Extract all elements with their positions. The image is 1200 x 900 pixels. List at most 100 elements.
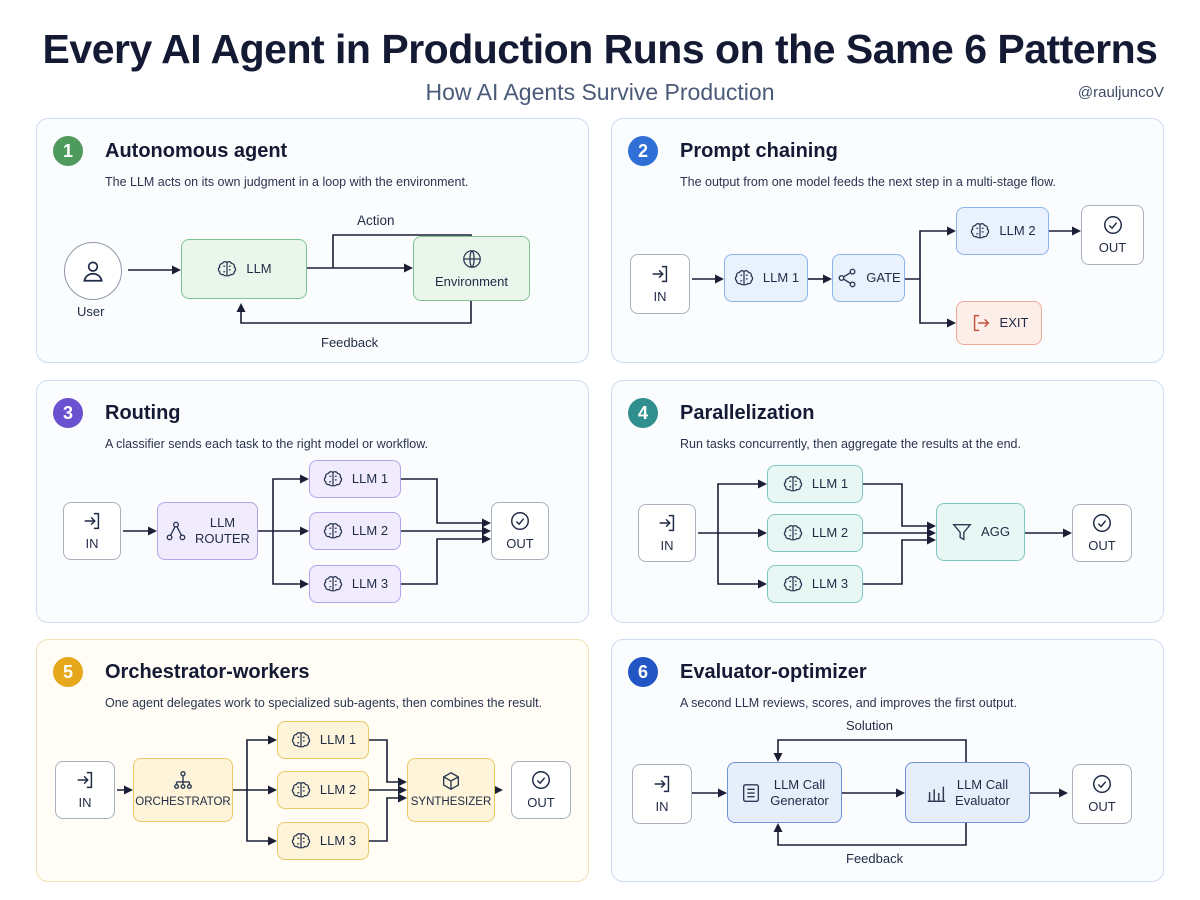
panel-title: Routing: [105, 402, 181, 424]
brain-icon: [783, 525, 803, 541]
panel-description: The LLM acts on its own judgment in a lo…: [105, 175, 469, 189]
router-label-line-2: ROUTER: [195, 531, 250, 546]
panel-evaluator-optimizer: 6 Evaluator-optimizer A second LLM revie…: [611, 639, 1164, 882]
llm-2-label: LLM 2: [999, 223, 1036, 239]
check-circle-icon: [1093, 775, 1111, 794]
panel-title: Parallelization: [680, 402, 815, 424]
environment-node: Environment: [413, 236, 530, 301]
input-arrow-icon: [652, 266, 668, 283]
step-number-badge: 1: [53, 136, 83, 166]
llm-1-node: LLM 1: [277, 721, 369, 759]
output-node: OUT: [511, 761, 571, 819]
output-label: OUT: [506, 536, 534, 552]
panel-5-arrows: [117, 735, 503, 846]
evaluator-label-line-1: LLM Call: [956, 776, 1009, 792]
input-node: IN: [630, 254, 690, 314]
panel-title: Orchestrator-workers: [105, 661, 310, 683]
input-label: IN: [78, 795, 92, 811]
llm-router-node: LLM ROUTER: [157, 502, 258, 560]
brain-icon: [783, 476, 803, 492]
evaluator-label-line-2: Evaluator: [955, 792, 1010, 808]
solution-label: Solution: [846, 718, 893, 733]
llm-2-node: LLM 2: [767, 514, 863, 552]
brain-icon: [291, 833, 311, 849]
panel-1-arrows: [128, 234, 472, 324]
tree-node-icon: [166, 521, 186, 541]
llm-3-node: LLM 3: [767, 565, 863, 603]
llm-3-label: LLM 3: [319, 833, 357, 849]
author-handle: @rauljuncoV: [1077, 84, 1164, 101]
llm-1-label: LLM 1: [811, 476, 849, 492]
llm-2-node: LLM 2: [956, 207, 1049, 255]
generator-label-line-1: LLM Call: [773, 776, 826, 792]
page-title: Every AI Agent in Production Runs on the…: [42, 26, 1158, 72]
input-label: IN: [660, 538, 674, 554]
user-icon: [83, 261, 103, 282]
synthesizer-label: SYNTHESIZER: [410, 796, 492, 809]
globe-icon: [462, 249, 481, 268]
brain-icon: [291, 782, 311, 798]
panel-description: The output from one model feeds the next…: [680, 175, 1056, 189]
brain-icon: [734, 270, 754, 286]
panel-3-arrows: [123, 474, 491, 589]
step-number-badge: 4: [628, 398, 658, 428]
llm-1-node: LLM 1: [767, 465, 863, 503]
brain-icon: [323, 471, 343, 487]
check-circle-icon: [511, 512, 529, 531]
panel-description: A second LLM reviews, scores, and improv…: [680, 696, 1017, 710]
input-label: IN: [85, 536, 99, 552]
evaluator-node: LLM Call Evaluator: [905, 762, 1030, 823]
output-node: OUT: [491, 502, 549, 560]
llm-label: LLM: [246, 261, 272, 277]
panel-autonomous-agent: 1 Autonomous agent The LLM acts on its o…: [36, 118, 589, 363]
brain-icon: [783, 576, 803, 592]
panel-4-arrows: [698, 479, 1072, 589]
brain-icon: [971, 223, 990, 239]
panel-description: One agent delegates work to specialized …: [105, 696, 543, 710]
output-label: OUT: [1088, 538, 1116, 554]
cube-icon: [442, 772, 460, 791]
funnel-icon: [952, 523, 972, 541]
llm-2-node: LLM 2: [309, 512, 401, 550]
input-arrow-icon: [84, 513, 100, 530]
check-circle-icon: [532, 771, 550, 790]
llm-3-label: LLM 3: [351, 576, 389, 592]
panel-title: Autonomous agent: [105, 140, 288, 162]
user-node: [64, 242, 122, 300]
panel-description: A classifier sends each task to the righ…: [105, 437, 429, 451]
input-arrow-icon: [659, 515, 675, 532]
panel-title: Prompt chaining: [680, 140, 838, 162]
panel-parallelization: 4 Parallelization Run tasks concurrently…: [611, 380, 1164, 623]
input-arrow-icon: [77, 772, 93, 789]
step-number-badge: 2: [628, 136, 658, 166]
orchestrator-node: ORCHESTRATOR: [133, 758, 233, 822]
panel-description: Run tasks concurrently, then aggregate t…: [680, 437, 1021, 451]
llm-3-node: LLM 3: [309, 565, 401, 603]
input-node: IN: [55, 761, 115, 819]
llm-1-label: LLM 1: [351, 471, 389, 487]
output-node: OUT: [1072, 504, 1132, 562]
user-label: User: [77, 304, 105, 319]
page-subtitle: How AI Agents Survive Production: [425, 79, 775, 105]
llm-node: LLM: [181, 239, 307, 299]
check-circle-icon: [1093, 514, 1111, 533]
exit-label: EXIT: [999, 315, 1029, 331]
brain-icon: [323, 523, 343, 539]
input-label: IN: [655, 799, 669, 815]
exit-icon: [973, 314, 989, 332]
gate-label: GATE: [866, 270, 901, 286]
router-label-line-1: LLM: [209, 515, 236, 531]
aggregator-node: AGG: [936, 503, 1025, 561]
input-label: IN: [653, 289, 667, 305]
hierarchy-icon: [174, 771, 192, 790]
llm-2-node: LLM 2: [277, 771, 369, 809]
llm-2-label: LLM 2: [811, 525, 849, 541]
brain-icon: [323, 576, 343, 592]
llm-1-node: LLM 1: [724, 254, 808, 302]
brain-icon: [218, 261, 237, 277]
panel-2-arrows: [692, 226, 1081, 328]
output-label: OUT: [527, 795, 555, 811]
llm-1-label: LLM 1: [319, 732, 357, 748]
environment-label: Environment: [435, 273, 508, 289]
panel-prompt-chaining: 2 Prompt chaining The output from one mo…: [611, 118, 1164, 363]
